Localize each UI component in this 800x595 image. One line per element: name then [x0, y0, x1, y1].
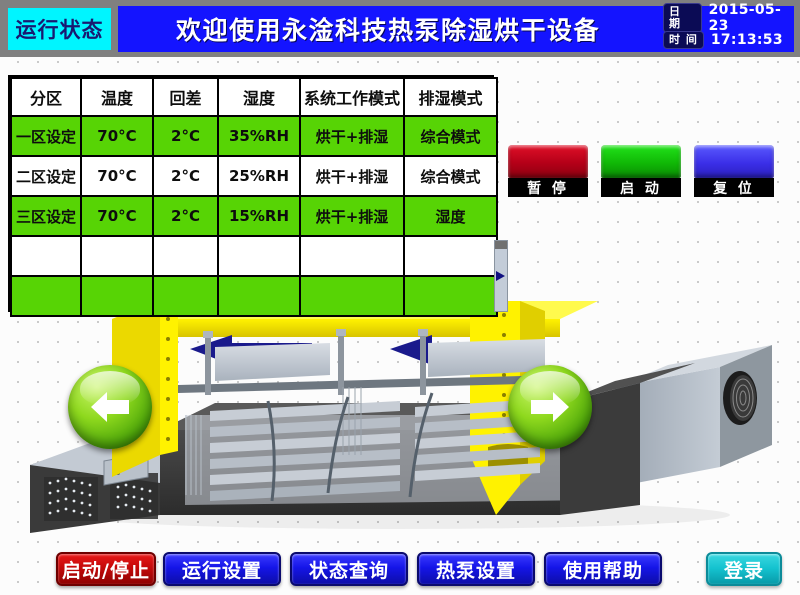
col-header-sysmode: 系统工作模式 [299, 77, 405, 117]
cell-dehum[interactable] [403, 275, 498, 317]
cell-sysmode[interactable]: 烘干+排湿 [299, 195, 405, 237]
dryer-machine-svg [30, 301, 772, 533]
time-value: 17:13:53 [710, 32, 783, 48]
table-header-row: 分区 温度 回差 湿度 系统工作模式 排湿模式 [10, 77, 498, 117]
machine-illustration [0, 215, 800, 545]
table-row[interactable] [10, 235, 498, 277]
zone-settings-table[interactable]: 分区 温度 回差 湿度 系统工作模式 排湿模式 一区设定 70°C 2°C 35… [8, 75, 498, 317]
table-row[interactable]: 一区设定 70°C 2°C 35%RH 烘干+排湿 综合模式 [10, 115, 498, 157]
next-screen-button[interactable] [508, 365, 592, 449]
cell-humid[interactable]: 15%RH [217, 195, 301, 237]
pause-button-label: 暂 停 [508, 178, 588, 197]
cell-dehum[interactable] [403, 235, 498, 277]
cell-humid[interactable]: 25%RH [217, 155, 301, 197]
start-button[interactable]: 启 动 [601, 145, 681, 197]
cell-humid[interactable]: 35%RH [217, 115, 301, 157]
header-bar: 运行状态 欢迎使用永淦科技热泵除湿烘干设备 日 期 2015-05-23 时 间… [0, 0, 800, 57]
start-button-label: 启 动 [601, 178, 681, 197]
cell-diff[interactable]: 2°C [152, 155, 219, 197]
col-header-zone: 分区 [10, 77, 82, 117]
table-row[interactable]: 二区设定 70°C 2°C 25%RH 烘干+排湿 综合模式 [10, 155, 498, 197]
cell-dehum[interactable]: 综合模式 [403, 155, 498, 197]
cell-diff[interactable]: 2°C [152, 115, 219, 157]
cell-humid[interactable] [217, 235, 301, 277]
cell-diff[interactable]: 2°C [152, 195, 219, 237]
date-value: 2015-05-23 [708, 2, 782, 34]
cell-zone[interactable] [10, 275, 82, 317]
date-row: 日 期 2015-05-23 [663, 2, 794, 34]
title-bar: 欢迎使用永淦科技热泵除湿烘干设备 日 期 2015-05-23 时 间 17:1… [118, 2, 794, 52]
nav-status-query-button[interactable]: 状态查询 [290, 552, 408, 586]
reset-lamp-cap[interactable] [694, 145, 774, 178]
cell-sysmode[interactable] [299, 275, 405, 317]
time-row: 时 间 17:13:53 [663, 30, 783, 50]
status-badge[interactable]: 运行状态 [8, 8, 111, 50]
cell-diff[interactable] [152, 275, 219, 317]
scroll-marker-icon [496, 271, 505, 281]
cell-humid[interactable] [217, 275, 301, 317]
pause-button[interactable]: 暂 停 [508, 145, 588, 197]
cell-zone[interactable]: 三区设定 [10, 195, 82, 237]
cell-sysmode[interactable]: 烘干+排湿 [299, 155, 405, 197]
col-header-humid: 湿度 [217, 77, 301, 117]
cell-zone[interactable]: 一区设定 [10, 115, 82, 157]
nav-heatpump-settings-button[interactable]: 热泵设置 [417, 552, 535, 586]
cell-zone[interactable]: 二区设定 [10, 155, 82, 197]
table-scrollbar[interactable] [494, 240, 508, 312]
login-button[interactable]: 登录 [706, 552, 782, 586]
arrow-left-icon [91, 392, 129, 422]
scrollbar-thumb[interactable] [495, 241, 507, 249]
table-row[interactable] [10, 275, 498, 317]
table-row[interactable]: 三区设定 70°C 2°C 15%RH 烘干+排湿 湿度 [10, 195, 498, 237]
settings-table: 分区 温度 回差 湿度 系统工作模式 排湿模式 一区设定 70°C 2°C 35… [10, 77, 498, 317]
time-label: 时 间 [663, 31, 704, 49]
reset-button[interactable]: 复 位 [694, 145, 774, 197]
prev-screen-button[interactable] [68, 365, 152, 449]
cell-sysmode[interactable]: 烘干+排湿 [299, 115, 405, 157]
cell-zone[interactable] [10, 235, 82, 277]
nav-run-settings-button[interactable]: 运行设置 [163, 552, 281, 586]
arrow-right-icon [531, 392, 569, 422]
date-label: 日 期 [663, 3, 702, 33]
col-header-temp: 温度 [80, 77, 154, 117]
cell-dehum[interactable]: 综合模式 [403, 115, 498, 157]
nav-help-button[interactable]: 使用帮助 [544, 552, 662, 586]
page-title: 欢迎使用永淦科技热泵除湿烘干设备 [175, 16, 600, 45]
cell-temp[interactable]: 70°C [80, 155, 154, 197]
cell-temp[interactable]: 70°C [80, 195, 154, 237]
cell-diff[interactable] [152, 235, 219, 277]
cell-dehum[interactable]: 湿度 [403, 195, 498, 237]
cell-temp[interactable] [80, 275, 154, 317]
col-header-diff: 回差 [152, 77, 219, 117]
nav-start-stop-button[interactable]: 启动/停止 [56, 552, 156, 586]
cell-temp[interactable]: 70°C [80, 115, 154, 157]
cell-sysmode[interactable] [299, 235, 405, 277]
col-header-dehum: 排湿模式 [403, 77, 498, 117]
cell-temp[interactable] [80, 235, 154, 277]
reset-button-label: 复 位 [694, 178, 774, 197]
pause-lamp-cap[interactable] [508, 145, 588, 178]
start-lamp-cap[interactable] [601, 145, 681, 178]
bottom-navigation-bar: 启动/停止 运行设置 状态查询 热泵设置 使用帮助 登录 [0, 548, 800, 595]
